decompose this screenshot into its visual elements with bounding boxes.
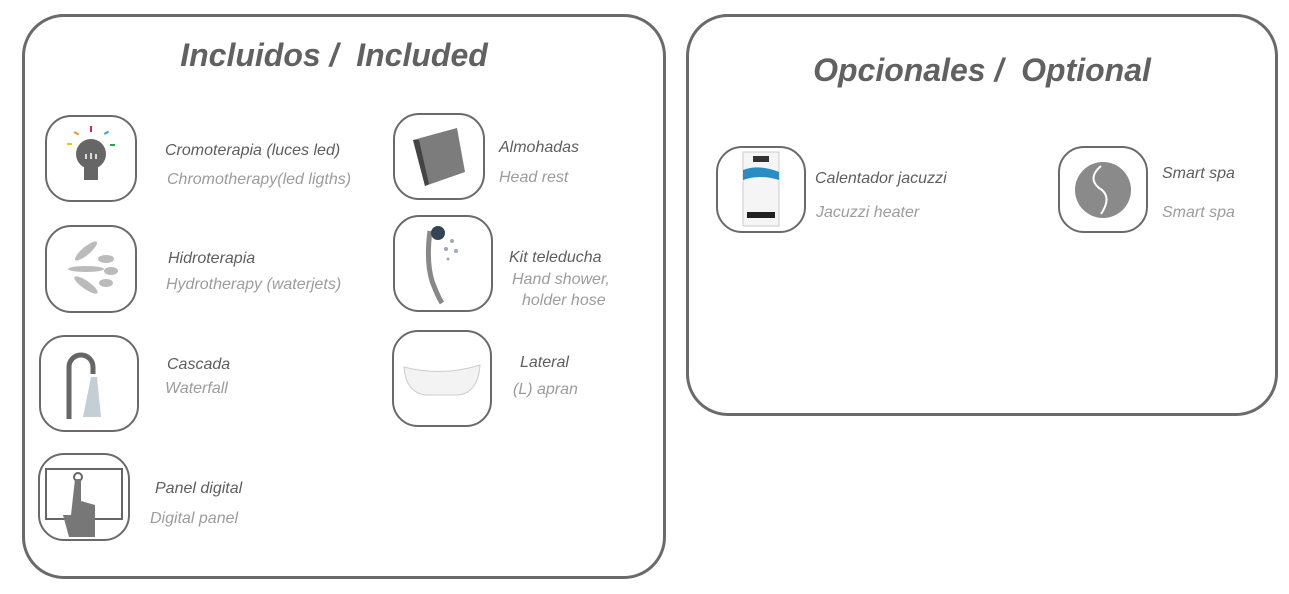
hand-shower-icon <box>393 215 493 312</box>
included-title: Incluidos / Included <box>180 37 488 73</box>
included-panel: Incluidos / Included <box>22 14 666 579</box>
item-subtitle: Head rest <box>499 169 569 186</box>
heater-icon <box>716 146 806 233</box>
item-subtitle: Smart spa <box>1162 204 1235 221</box>
light-bulb-icon <box>45 115 137 202</box>
touch-panel-icon <box>38 453 130 541</box>
item-subtitle: (L) apran <box>513 381 578 398</box>
item-title: Cascada <box>167 356 231 373</box>
item-title: Hidroterapia <box>168 250 256 267</box>
item-title: Panel digital <box>155 480 243 497</box>
item-subtitle: Hydrotherapy (waterjets) <box>166 276 342 293</box>
item-subtitle: Waterfall <box>165 380 228 397</box>
item-subtitle: Jacuzzi heater <box>816 204 920 221</box>
item-subtitle: Digital panel <box>150 510 239 527</box>
item-title: Lateral <box>520 354 569 371</box>
optional-panel: Opcionales / Optional <box>686 14 1278 416</box>
water-jets-icon <box>45 225 137 313</box>
waterfall-icon <box>39 335 139 432</box>
item-title: Cromoterapia (luces led) <box>165 142 341 159</box>
item-title: Calentador jacuzzi <box>815 170 947 187</box>
optional-title: Opcionales / Optional <box>813 52 1151 88</box>
smart-spa-icon <box>1058 146 1148 233</box>
pillow-icon <box>393 113 485 200</box>
item-title: Kit teleducha <box>509 249 602 266</box>
item-subtitle-line2: holder hose <box>522 292 606 309</box>
item-title: Smart spa <box>1162 165 1235 182</box>
item-subtitle: Chromotherapy(led ligths) <box>167 171 352 188</box>
item-subtitle: Hand shower, <box>512 271 610 288</box>
tub-icon <box>392 330 492 427</box>
item-title: Almohadas <box>499 139 580 156</box>
